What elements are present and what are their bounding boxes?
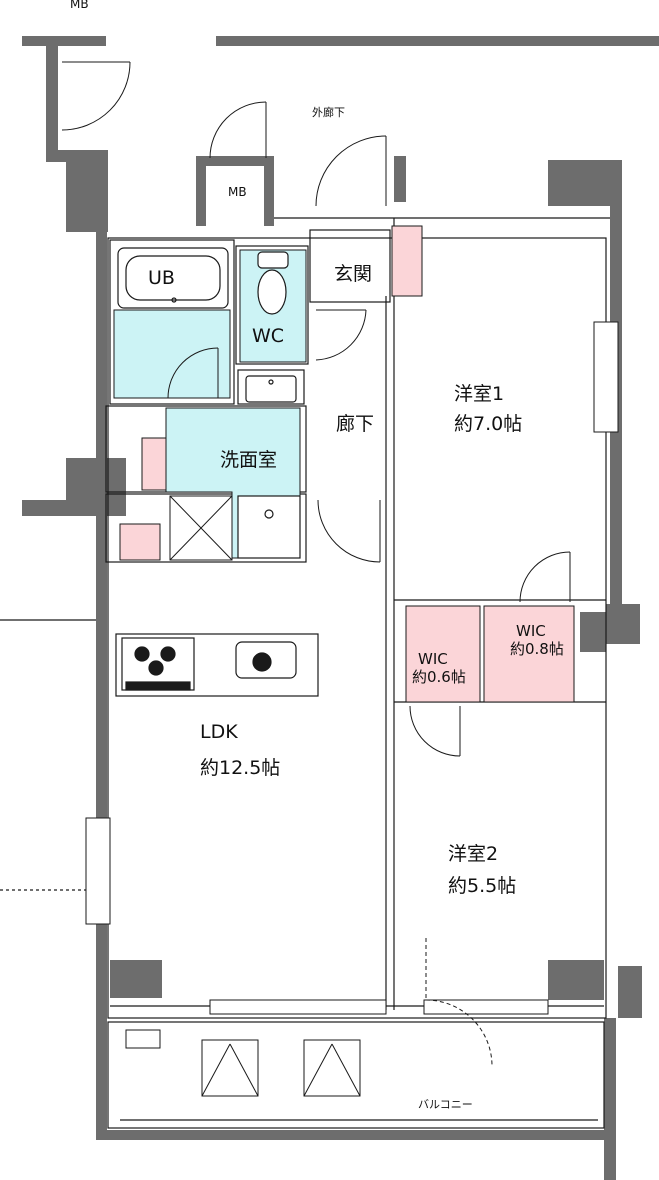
washer-pan-fixture (237, 495, 301, 559)
washroom-label: 洗面室 (220, 449, 277, 471)
room-labels: MB MB 外廊下 UB WC 玄関 廊下 洗面室 洋室1 約7.0帖 WIC … (70, 0, 564, 1111)
meter-box-lower-label: MB (228, 185, 247, 199)
ldk-area: 約12.5帖 (200, 757, 280, 779)
balcony-fixtures (125, 1029, 361, 1097)
vanity-sink-fixture (237, 369, 305, 405)
toilet-fixture (257, 251, 289, 315)
door-swings (61, 61, 571, 1067)
bathtub-fixture (117, 247, 229, 309)
wic-2-area: 約0.8帖 (510, 640, 564, 658)
western-room-1-area: 約7.0帖 (454, 413, 522, 435)
western-room-2-area: 約5.5帖 (448, 875, 516, 897)
entrance-label: 玄関 (334, 263, 372, 285)
windows (85, 321, 619, 1015)
western-room-1-name: 洋室1 (454, 383, 504, 405)
balcony-label: バルコニー (418, 1098, 473, 1111)
bath-label: UB (148, 267, 175, 289)
storage-areas (119, 225, 575, 703)
outer-corridor-label: 外廊下 (312, 105, 345, 119)
structural-walls (22, 36, 659, 1180)
ldk-name: LDK (200, 721, 238, 743)
wic-2-name: WIC (516, 622, 546, 640)
hallway-label: 廊下 (336, 413, 374, 435)
partition-lines (0, 217, 610, 1129)
wic-1-area: 約0.6帖 (412, 668, 466, 686)
meter-box-upper-label: MB (70, 0, 89, 11)
wic-1-name: WIC (418, 650, 448, 668)
toilet-label: WC (252, 325, 284, 347)
kitchen-counter (115, 633, 319, 697)
closet-x-box (169, 495, 233, 561)
western-room-2-name: 洋室2 (448, 843, 498, 865)
